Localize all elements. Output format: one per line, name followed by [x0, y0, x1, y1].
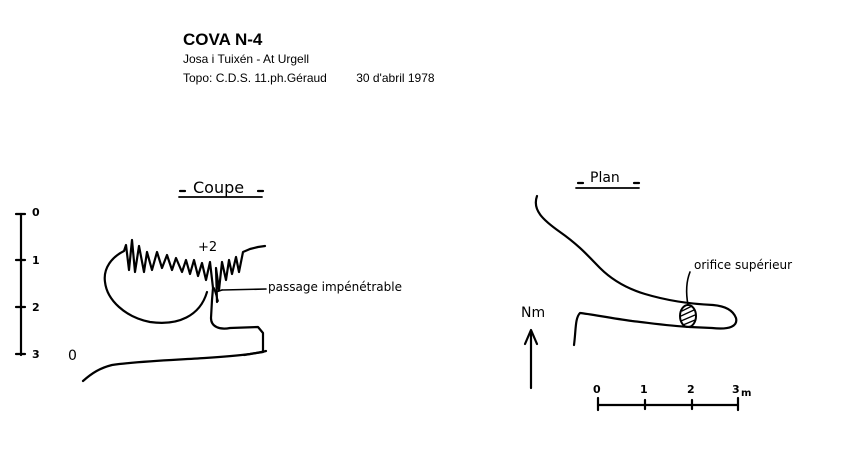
plan-scale-unit: m	[741, 388, 751, 399]
north-arrow	[523, 328, 539, 390]
passage-annotation-leader	[221, 288, 267, 291]
topo-credit: Topo: C.D.S. 11.ph.Géraud	[183, 71, 327, 85]
plan-upper-wall	[534, 194, 738, 330]
north-label: Nm	[521, 305, 545, 321]
section-passage-tick	[213, 287, 219, 302]
section-floor-outline	[81, 349, 268, 383]
depth-tick-2: 2	[32, 301, 40, 314]
passage-annotation: passage impénétrable	[268, 280, 402, 294]
survey-credits: Topo: C.D.S. 11.ph.Géraud 30 d'abril 197…	[183, 69, 435, 88]
section-chamber-outline	[103, 238, 265, 357]
section-passage-ceiling	[214, 244, 267, 304]
upper-orifice-marker	[679, 304, 697, 328]
depth-scale	[14, 212, 27, 357]
plan-scale-bar	[596, 396, 740, 412]
cave-title: COVA N-4	[183, 30, 263, 49]
orifice-annotation: orifice supérieur	[694, 258, 792, 272]
depth-tick-0: 0	[32, 206, 40, 219]
entrance-marker: 0	[68, 348, 77, 364]
orifice-annotation-leader	[685, 271, 691, 306]
section-heading: Coupe	[193, 178, 244, 197]
header: COVA N-4 Josa i Tuixén - At Urgell Topo:…	[183, 30, 435, 88]
depth-tick-3: 3	[32, 348, 40, 361]
plan-scale-tick-0: 0	[593, 383, 601, 396]
plan-scale-tick-3: 3	[732, 383, 740, 396]
plan-scale-tick-2: 2	[687, 383, 695, 396]
section-view	[14, 189, 268, 383]
depth-marker: +2	[198, 240, 217, 255]
annotation-leader-stub	[215, 289, 223, 293]
survey-date: 30 d'abril 1978	[356, 71, 435, 85]
cave-location: Josa i Tuixén - At Urgell	[183, 52, 310, 66]
plan-lower-wall	[572, 311, 692, 347]
plan-heading: Plan	[590, 170, 620, 186]
depth-tick-1: 1	[32, 254, 40, 267]
plan-scale-tick-1: 1	[640, 383, 648, 396]
plan-view	[523, 181, 740, 412]
